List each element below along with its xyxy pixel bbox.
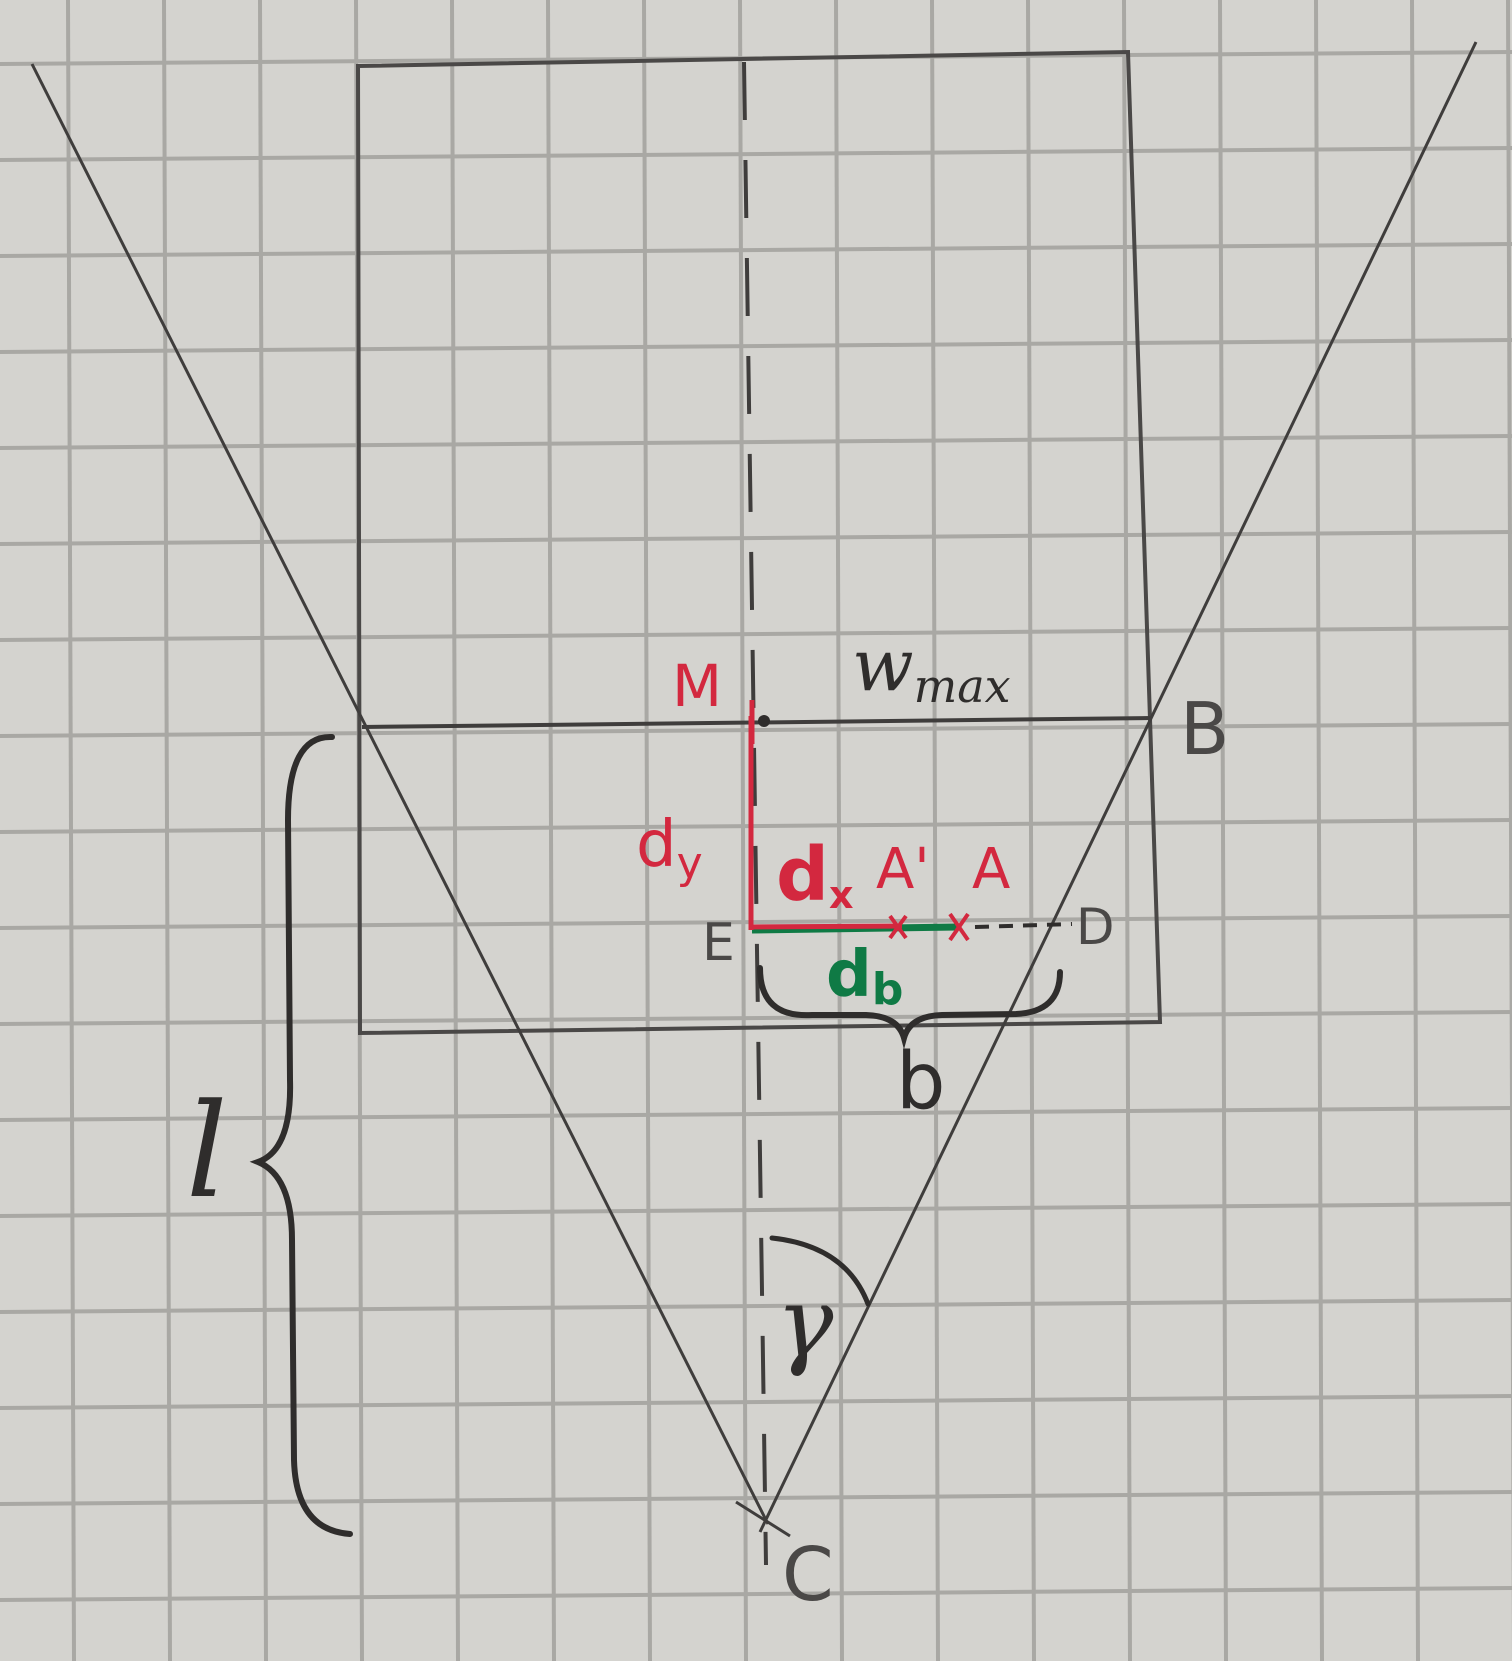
- right-slanted-line: [758, 41, 1478, 1533]
- grid-line-horizontal: [0, 722, 1512, 738]
- label-b-length: b: [896, 1037, 946, 1127]
- grid-line-horizontal: [0, 146, 1512, 162]
- brace-b: [757, 965, 1063, 1050]
- grid-line-vertical: [546, 0, 556, 1661]
- grid-line-horizontal: [0, 626, 1512, 642]
- grid-line-horizontal: [0, 1106, 1512, 1122]
- grid-line-vertical: [738, 0, 748, 1661]
- label-d-point: D: [1076, 898, 1115, 956]
- grid-line-horizontal: [0, 818, 1512, 834]
- grid-line-horizontal: [0, 1586, 1512, 1602]
- left-slanted-line: [30, 63, 770, 1525]
- grid-line-vertical: [930, 0, 940, 1661]
- grid-line-horizontal: [0, 1202, 1512, 1218]
- grid-line-horizontal: [0, 338, 1512, 354]
- grid-line-horizontal: [0, 1394, 1512, 1410]
- grid-line-vertical: [1218, 0, 1228, 1661]
- label-b-point: B: [1180, 687, 1229, 771]
- grid-line-horizontal: [0, 1298, 1512, 1314]
- point-c-cross: [735, 1500, 791, 1538]
- grid-line-horizontal: [0, 434, 1512, 450]
- label-e: E: [702, 913, 735, 973]
- red-dx-segment: [750, 923, 903, 930]
- label-w-max: wmax: [852, 623, 1011, 713]
- grid-line-vertical: [1410, 0, 1420, 1661]
- grid-line-vertical: [1314, 0, 1324, 1661]
- brace-l: [249, 733, 353, 1537]
- label-a-prime: A': [876, 837, 930, 902]
- label-d-y: dy: [636, 808, 703, 889]
- dashed-a-to-d: [974, 922, 1073, 929]
- label-a: A: [972, 837, 1010, 902]
- point-a-marker: [948, 912, 970, 942]
- line-m-to-b: [361, 716, 1153, 729]
- label-l: l: [186, 1075, 228, 1227]
- label-d-x: dx: [776, 832, 854, 918]
- grid-line-horizontal: [0, 530, 1512, 546]
- label-m: M: [672, 652, 722, 720]
- grid-line-vertical: [834, 0, 844, 1661]
- label-gamma: γ: [776, 1267, 834, 1379]
- gamma-arc: [769, 1235, 871, 1307]
- grid-line-vertical: [450, 0, 460, 1661]
- grid-line-horizontal: [0, 1010, 1512, 1026]
- grid-line-horizontal: [0, 914, 1512, 930]
- grid-line-vertical: [1506, 0, 1512, 1661]
- point-a-prime-marker: [888, 914, 908, 940]
- grid-line-horizontal: [0, 242, 1512, 258]
- label-d-b: db: [826, 938, 903, 1015]
- dashed-center-axis: [742, 61, 768, 1566]
- grid-line-vertical: [1026, 0, 1036, 1661]
- grid-line-vertical: [642, 0, 652, 1661]
- grid-line-vertical: [1122, 0, 1132, 1661]
- label-c: C: [782, 1532, 834, 1618]
- point-m-dot: [758, 715, 770, 727]
